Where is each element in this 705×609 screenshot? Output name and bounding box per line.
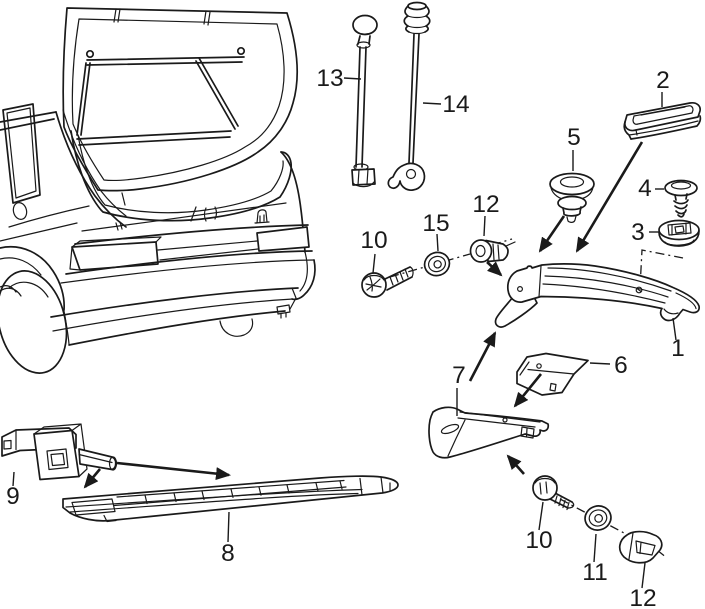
part-label-8: 8 xyxy=(221,540,235,567)
part-10-screw-upper xyxy=(361,266,414,298)
part-14-stay-rod xyxy=(387,1,431,191)
part-12-clip-nut-lower xyxy=(618,530,663,564)
part-label-3: 3 xyxy=(631,219,645,246)
part-5-plug-grommet xyxy=(549,172,595,223)
part-label-14: 14 xyxy=(442,91,469,118)
part-label-10-lower: 10 xyxy=(525,527,552,554)
part-10-screw-lower xyxy=(532,475,575,511)
part-13-support-rod xyxy=(351,14,378,188)
callout-leader-lines xyxy=(12,77,677,589)
part-number-callouts: 13 14 2 5 4 3 10 15 12 1 6 7 9 8 10 11 1… xyxy=(6,65,685,609)
part-4-screw-with-washer xyxy=(664,179,698,218)
part-label-12-upper: 12 xyxy=(472,191,499,218)
part-label-9: 9 xyxy=(6,483,20,510)
part-label-1: 1 xyxy=(671,335,685,362)
part-label-15: 15 xyxy=(422,210,449,237)
part-1-shelf-support-trim xyxy=(494,263,700,328)
part-label-4: 4 xyxy=(638,175,652,202)
part-label-2: 2 xyxy=(656,67,670,94)
part-2-rubber-buffer-pad xyxy=(623,102,702,140)
part-label-6: 6 xyxy=(614,352,628,379)
part-label-13: 13 xyxy=(316,65,343,92)
part-7-hinge-bracket xyxy=(428,406,550,459)
part-3-captive-nut xyxy=(658,219,700,247)
part-11-washer xyxy=(584,505,612,531)
part-label-7: 7 xyxy=(452,362,466,389)
part-label-11: 11 xyxy=(582,559,607,586)
part-label-5: 5 xyxy=(567,124,581,151)
part-6-small-bracket xyxy=(516,352,589,396)
part-15-washer xyxy=(423,251,451,277)
car-illustration xyxy=(0,7,316,374)
part-8-parcel-shelf xyxy=(62,475,399,523)
part-label-12-lower: 12 xyxy=(629,585,656,609)
assembly-arrows xyxy=(83,141,644,489)
part-label-10-upper: 10 xyxy=(360,227,387,254)
part-9-latch-striker xyxy=(1,423,118,481)
part-12-clip-nut-upper xyxy=(469,239,516,263)
